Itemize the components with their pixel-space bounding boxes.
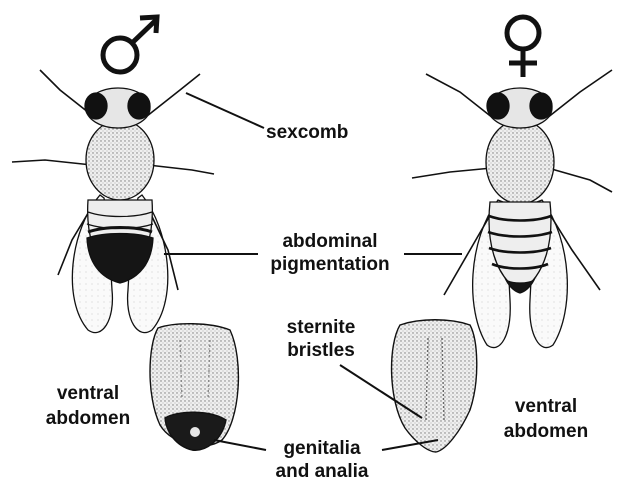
male-symbol-icon	[103, 17, 157, 72]
label-pigmentation: pigmentation	[270, 254, 389, 275]
label-ventral-right: ventral	[515, 396, 577, 417]
label-and-analia: and analia	[276, 461, 369, 482]
label-abdomen-left: abdomen	[46, 408, 130, 429]
female-fly-illustration	[412, 70, 612, 348]
female-symbol-icon	[507, 17, 539, 77]
label-abdomen-right: abdomen	[504, 421, 588, 442]
label-sternite: sternite	[287, 317, 356, 338]
male-fly-illustration	[12, 70, 214, 333]
female-right-eye	[530, 93, 552, 119]
label-sexcomb: sexcomb	[266, 122, 348, 143]
female-left-eye	[487, 93, 509, 119]
label-ventral-left: ventral	[57, 383, 119, 404]
male-right-eye	[128, 93, 150, 119]
label-abdominal: abdominal	[282, 231, 377, 252]
genitalia-left-leader	[214, 440, 266, 450]
female-ventral-abdomen-illustration	[392, 320, 477, 452]
label-bristles: bristles	[287, 340, 355, 361]
male-left-eye	[85, 93, 107, 119]
label-genitalia: genitalia	[283, 438, 361, 459]
male-ventral-abdomen-illustration	[150, 324, 238, 450]
sexcomb-leader	[186, 93, 264, 128]
